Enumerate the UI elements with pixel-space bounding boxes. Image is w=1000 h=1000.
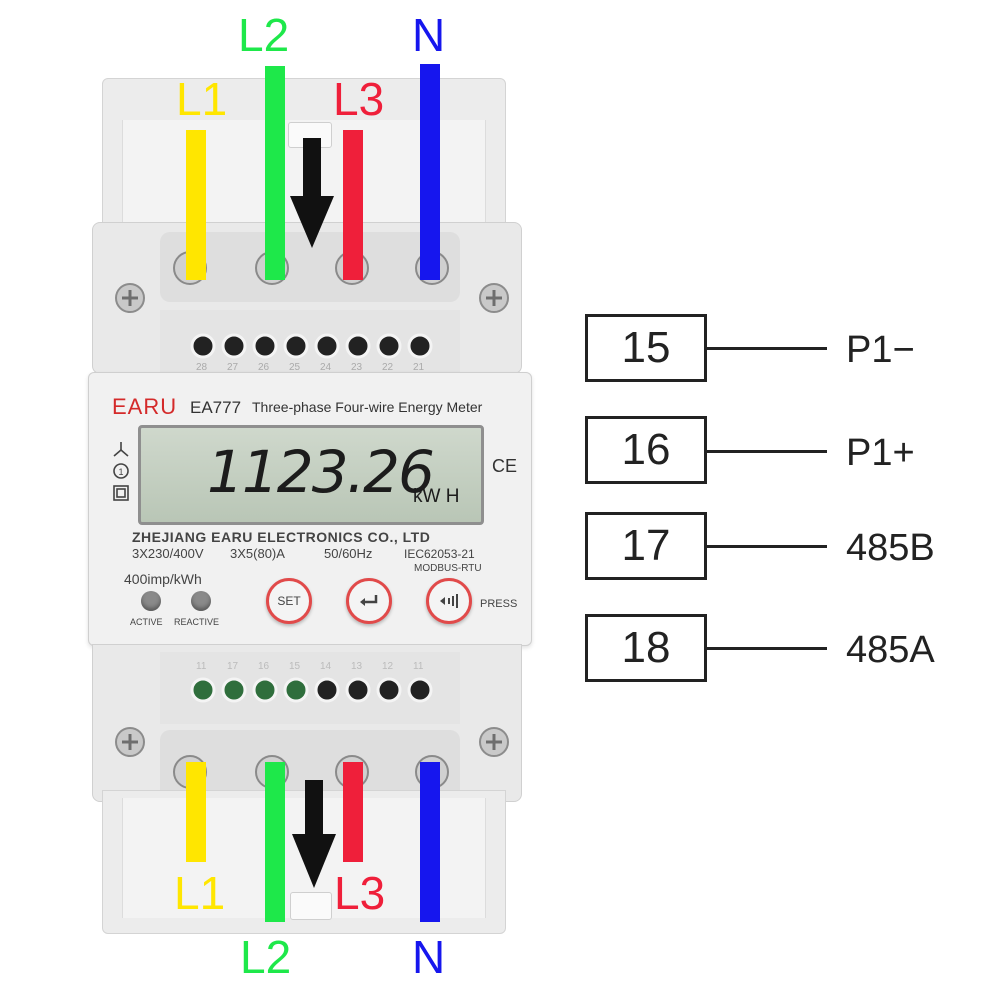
wire-label-l3-top: L3 <box>333 73 385 125</box>
wire-l3-top <box>343 130 363 280</box>
terminal-number: 21 <box>413 362 425 373</box>
energy-reading: 1123.26 <box>207 438 435 506</box>
terminal-number: 13 <box>351 661 363 672</box>
wire-label-l2-top: L2 <box>238 9 290 61</box>
reactive-led <box>191 591 211 611</box>
terminal-number: 14 <box>320 661 332 672</box>
wire-label-l1-bottom: L1 <box>174 867 226 919</box>
terminal-number: 16 <box>258 661 270 672</box>
terminal-number: 23 <box>351 362 363 373</box>
energy-unit: kW H <box>413 486 460 507</box>
impulse-rate: 400imp/kWh <box>124 571 202 587</box>
lcd-display: 1123.26 kW H <box>138 425 484 525</box>
terminal-number: 26 <box>258 362 270 373</box>
wire-n-top <box>420 64 440 280</box>
enter-button[interactable] <box>346 578 392 624</box>
terminal-number: 24 <box>320 362 332 373</box>
protocol-label: MODBUS-RTU <box>414 563 482 574</box>
svg-text:1: 1 <box>118 467 123 477</box>
scroll-button[interactable] <box>426 578 472 624</box>
rated-frequency: 50/60Hz <box>324 546 373 561</box>
wire-l3-bottom <box>343 762 363 862</box>
enter-arrow-icon <box>360 595 378 606</box>
wire-label-l3-bottom: L3 <box>334 867 386 919</box>
top-screw-channel <box>160 232 460 302</box>
wire-n-bottom <box>420 762 440 922</box>
active-led-label: ACTIVE <box>130 617 163 627</box>
terminal-number: 17 <box>227 661 239 672</box>
set-button-label: SET <box>277 594 301 608</box>
wire-l2-top <box>265 66 285 280</box>
set-button[interactable]: SET <box>266 578 312 624</box>
standard-code: IEC62053-21 <box>404 547 475 561</box>
signal-bars-icon <box>440 594 458 608</box>
brand-logo: EARU <box>112 394 178 419</box>
wiring-overlay <box>186 64 440 922</box>
terminal-number: 22 <box>382 362 394 373</box>
rated-voltage: 3X230/400V <box>132 546 204 561</box>
active-led <box>141 591 161 611</box>
press-label: PRESS <box>480 598 518 610</box>
wire-label-n-bottom: N <box>412 931 446 983</box>
terminal-number: 28 <box>196 362 208 373</box>
terminal-number: 11 <box>413 661 424 672</box>
mounting-screws <box>115 251 509 789</box>
wire-label-l1-top: L1 <box>176 73 228 125</box>
rated-current: 3X5(80)A <box>230 546 285 561</box>
reactive-led-label: REACTIVE <box>174 617 220 627</box>
wire-l1-top <box>186 130 206 280</box>
manufacturer-name: ZHEJIANG EARU ELECTRONICS CO., LTD <box>132 529 431 545</box>
terminal-number: 27 <box>227 362 239 373</box>
arrow-down-icon <box>290 138 334 248</box>
phase-symbol-icon: 1 <box>113 442 129 501</box>
meter-description: Three-phase Four-wire Energy Meter <box>252 399 483 415</box>
bottom-terminal-numbers: 11 17 16 15 14 13 12 11 <box>192 661 432 673</box>
terminal-number: 11 <box>196 661 207 672</box>
top-terminal-numbers: 28 27 26 25 24 23 22 21 <box>192 362 432 374</box>
arrow-down-icon <box>292 780 336 888</box>
wire-label-l2-bottom: L2 <box>240 931 292 983</box>
terminal-number: 12 <box>382 661 394 672</box>
terminal-number: 25 <box>289 362 301 373</box>
wire-l2-bottom <box>265 762 285 922</box>
screw-icon <box>115 283 509 757</box>
bottom-clip-slot <box>290 892 332 920</box>
ce-mark: CE <box>492 456 518 476</box>
model-number: EA777 <box>190 398 242 417</box>
wire-label-n-top: N <box>412 9 446 61</box>
wire-l1-bottom <box>186 762 206 862</box>
terminal-number: 15 <box>289 661 301 672</box>
